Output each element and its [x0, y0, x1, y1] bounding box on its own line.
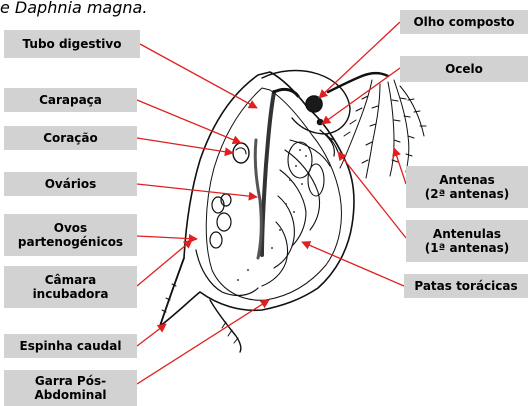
- leader-olho: [319, 22, 400, 98]
- label-antenulas: Antenulas (1ª antenas): [406, 220, 528, 262]
- label-olho-composto: Olho composto: [400, 10, 528, 34]
- leader-carapaca: [137, 100, 241, 143]
- leader-antenas: [394, 148, 406, 184]
- parthenogenetic-eggs: [210, 194, 231, 248]
- label-ovarios: Ovários: [4, 172, 137, 196]
- leader-ovarios: [137, 184, 257, 197]
- ocellus: [318, 120, 323, 125]
- leader-garra: [137, 300, 269, 384]
- leader-tubo-digestivo: [140, 44, 257, 108]
- label-tubo-digestivo: Tubo digestivo: [4, 30, 140, 58]
- label-espinha-caudal: Espinha caudal: [4, 334, 137, 358]
- label-carapaca: Carapaça: [4, 88, 137, 112]
- leader-patas: [302, 242, 404, 286]
- carapace-outline: [160, 72, 354, 326]
- body-texture: [237, 149, 311, 281]
- antenna-setae: [340, 80, 426, 178]
- ovaries: [255, 140, 261, 258]
- label-ovos-partenogenicos: Ovos partenogénicos: [4, 214, 137, 256]
- thoracic-legs: [262, 140, 330, 286]
- leader-espinha: [137, 324, 166, 346]
- leader-ovos: [137, 236, 197, 239]
- label-antenas: Antenas (2ª antenas): [406, 166, 528, 208]
- leader-coracao: [137, 138, 233, 153]
- label-patas-toracicas: Patas torácicas: [404, 274, 528, 298]
- label-coracao: Coração: [4, 126, 137, 150]
- heart: [233, 143, 249, 163]
- leader-antenulas: [338, 152, 406, 238]
- digestive-tube: [262, 92, 274, 255]
- leader-camara: [137, 240, 192, 286]
- label-camara-incubadora: Câmara incubadora: [4, 266, 137, 308]
- label-garra-pos-abdominal: Garra Pós- Abdominal: [4, 370, 137, 406]
- label-ocelo: Ocelo: [400, 56, 528, 82]
- compound-eye: [306, 96, 322, 112]
